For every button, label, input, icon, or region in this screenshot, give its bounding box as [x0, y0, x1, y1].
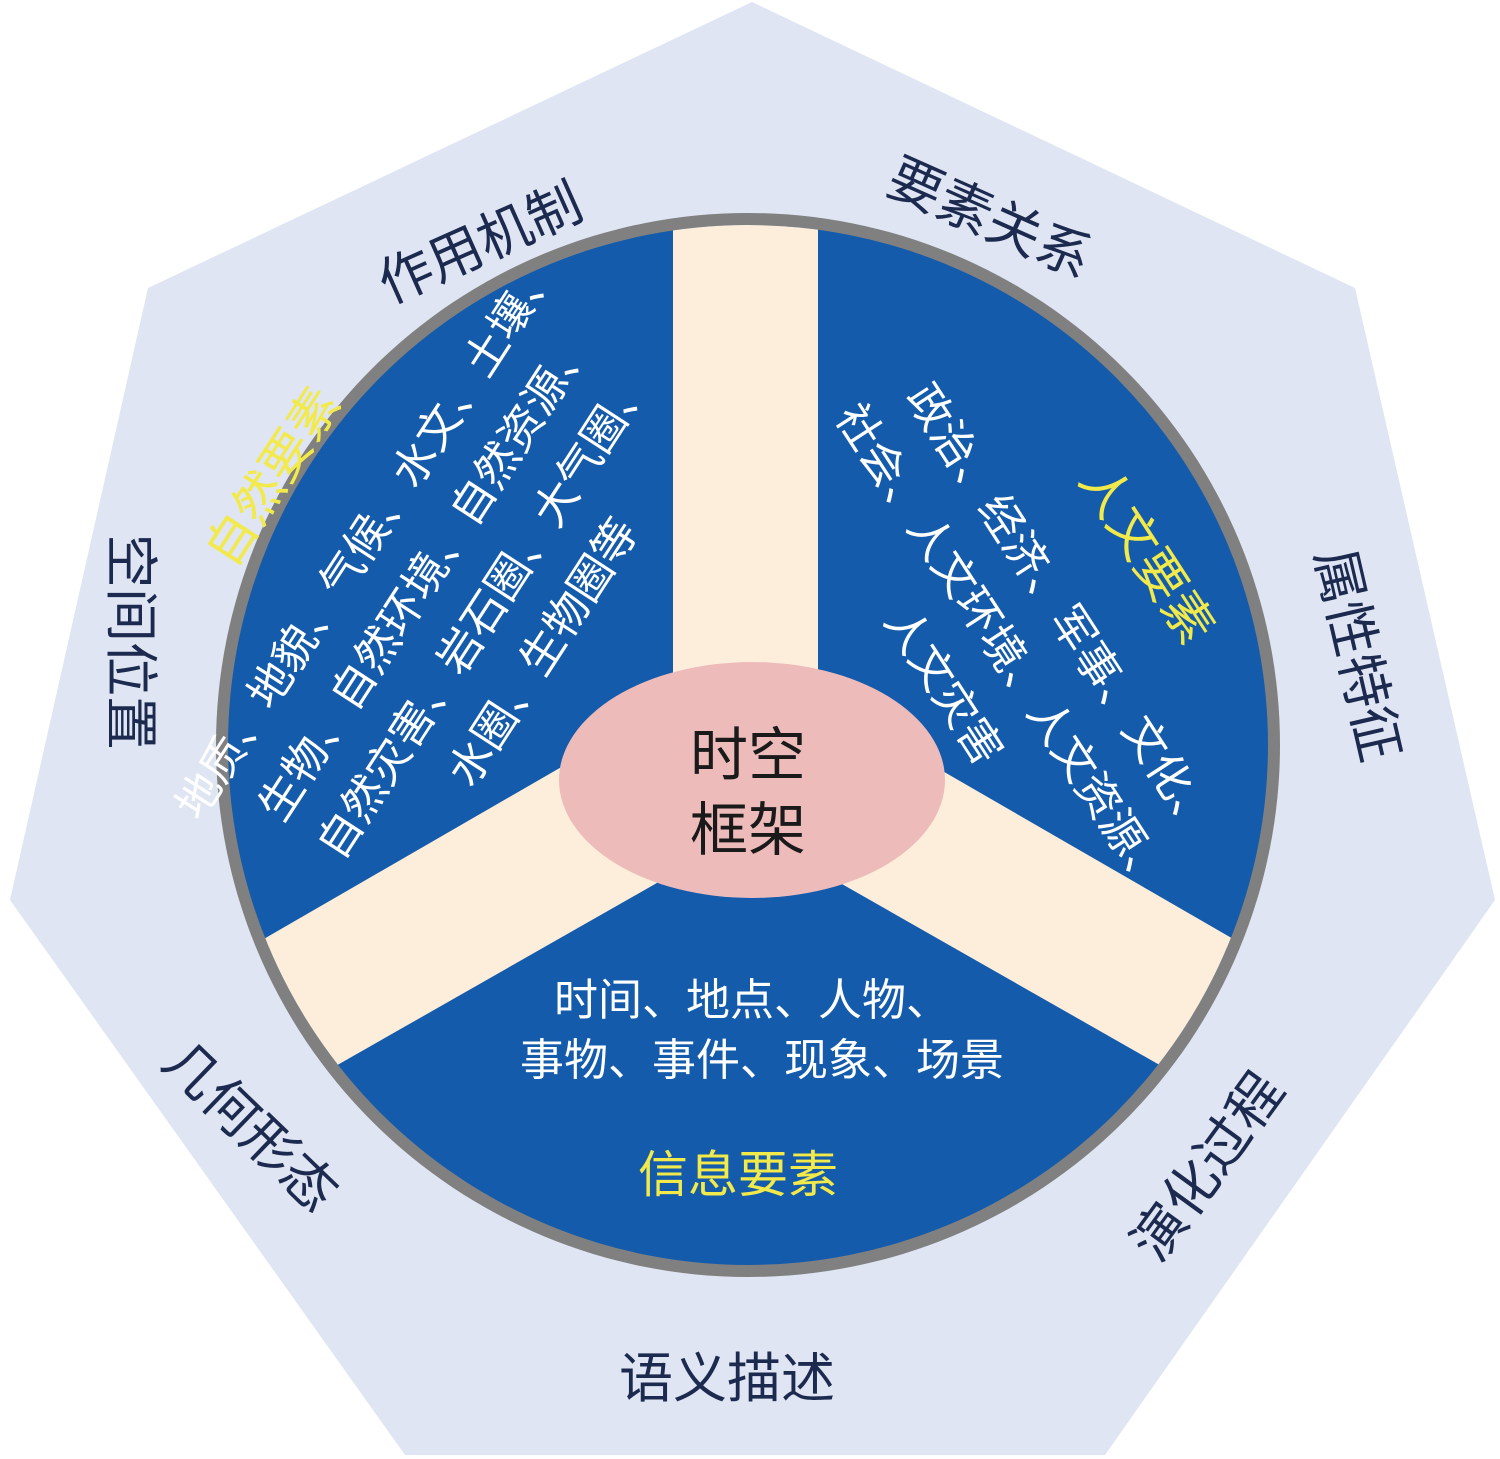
center-label-line1: 时空 [690, 721, 806, 789]
spoke-top [673, 225, 818, 745]
info-title: 信息要素 [638, 1146, 838, 1204]
info-line-1: 时间、地点、人物、 [554, 975, 950, 1026]
center-label-line2: 框架 [690, 796, 806, 864]
info-sector: 时间、地点、人物、 事物、事件、现象、场景 信息要素 [520, 975, 1004, 1204]
outer-label-semantic: 语义描述 [619, 1347, 835, 1410]
info-line-2: 事物、事件、现象、场景 [520, 1035, 1004, 1086]
center-ellipse [559, 662, 945, 898]
outer-label-position: 空间位置 [99, 534, 162, 750]
